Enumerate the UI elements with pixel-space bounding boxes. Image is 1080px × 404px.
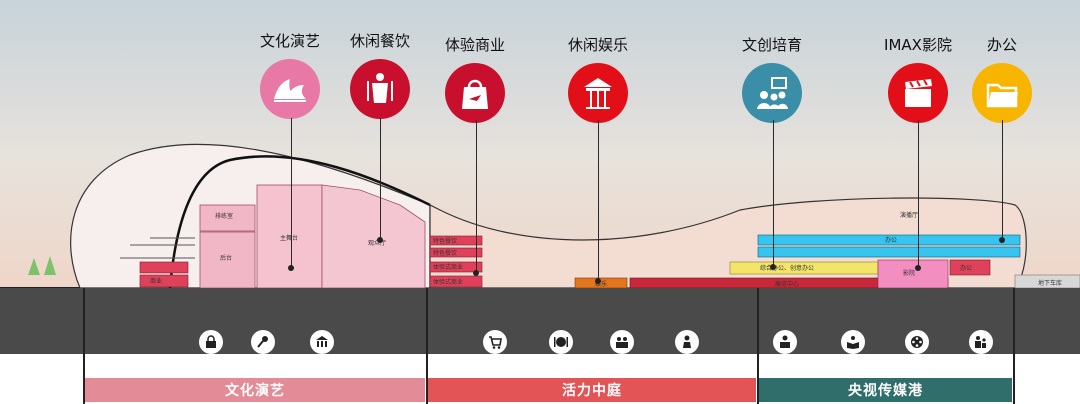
category-imax: IMAX影院 bbox=[878, 34, 958, 123]
category-culture-label: 文化演艺 bbox=[259, 32, 320, 50]
lock-icon bbox=[199, 330, 223, 354]
zone-divider bbox=[757, 288, 759, 404]
opera-house-icon bbox=[260, 59, 320, 119]
category-entertainment-label: 休闲娱乐 bbox=[567, 36, 628, 54]
label-auditorium: 观众厅 bbox=[368, 240, 386, 247]
shopping-bag-icon bbox=[445, 63, 505, 123]
label-retail-2: 体验式商业 bbox=[433, 278, 463, 286]
label-main-stage: 主舞台 bbox=[280, 234, 298, 242]
leader-entertainment bbox=[598, 120, 599, 281]
presentation-icon bbox=[742, 63, 802, 123]
label-basement-link: 地下车库 bbox=[1038, 279, 1062, 287]
group-icon bbox=[610, 330, 634, 354]
clapperboard-icon bbox=[888, 63, 948, 123]
label-dining-2: 特色餐饮 bbox=[433, 249, 457, 257]
film-reel-icon bbox=[905, 330, 929, 354]
category-retail: 体验商业 bbox=[435, 34, 515, 123]
dining-icon bbox=[350, 59, 410, 119]
reading-icon bbox=[841, 330, 865, 354]
category-dining: 休闲餐饮 bbox=[340, 30, 420, 119]
presenter-icon bbox=[773, 330, 797, 354]
ground-strip bbox=[0, 288, 1080, 354]
category-culture: 文化演艺 bbox=[250, 30, 330, 119]
category-office-label: 办公 bbox=[986, 36, 1017, 54]
zone-divider bbox=[83, 288, 85, 404]
label-gallery: 演播厅 bbox=[900, 211, 918, 219]
category-retail-label: 体验商业 bbox=[444, 36, 505, 54]
leader-dots bbox=[288, 237, 1005, 284]
category-education: 文创培育 bbox=[732, 34, 812, 123]
category-office: 办公 bbox=[962, 34, 1042, 123]
zone-media-harbor-label: 央视传媒港 bbox=[848, 383, 923, 399]
zone-media-harbor: 央视传媒港 bbox=[759, 378, 1012, 402]
zone-culture-label: 文化演艺 bbox=[225, 383, 285, 399]
leader-dining bbox=[380, 118, 381, 240]
plate-icon bbox=[549, 330, 573, 354]
category-entertainment: 休闲娱乐 bbox=[558, 34, 638, 123]
zone-atrium: 活力中庭 bbox=[428, 378, 756, 402]
category-education-label: 文创培育 bbox=[741, 36, 802, 54]
theater-icon bbox=[310, 330, 334, 354]
label-office-band: 办公 bbox=[885, 236, 897, 244]
label-shop-left: 商业 bbox=[150, 277, 162, 285]
leader-education bbox=[773, 120, 774, 267]
folder-icon bbox=[972, 63, 1032, 123]
category-dining-label: 休闲餐饮 bbox=[349, 32, 410, 50]
carousel-icon bbox=[568, 63, 628, 123]
label-office-right: 办公 bbox=[960, 264, 972, 272]
label-rehearsal: 排练室 bbox=[215, 212, 233, 220]
leader-imax bbox=[918, 120, 919, 268]
cart-icon bbox=[483, 330, 507, 354]
building-section: 排练室 后台 主舞台 观众厅 商业 特色餐饮 特色餐饮 体验式商业 体验式商业 … bbox=[0, 143, 1080, 289]
label-office-mix: 综合办公、创意办公 bbox=[760, 264, 814, 272]
label-fun: 娱乐 bbox=[595, 280, 607, 288]
microphone-icon bbox=[251, 330, 275, 354]
category-imax-label: IMAX影院 bbox=[884, 36, 952, 54]
zone-atrium-label: 活力中庭 bbox=[562, 383, 622, 399]
zone-divider bbox=[1013, 288, 1015, 404]
label-retail-1: 体验式商业 bbox=[433, 263, 463, 271]
label-backstage: 后台 bbox=[220, 254, 232, 262]
person-icon bbox=[675, 330, 699, 354]
zone-divider bbox=[426, 288, 428, 404]
label-hall: 展览中心 bbox=[775, 280, 799, 288]
zone-culture: 文化演艺 bbox=[85, 378, 425, 402]
leader-retail bbox=[476, 120, 477, 274]
label-dining-1: 特色餐饮 bbox=[433, 237, 457, 245]
leader-culture bbox=[291, 118, 292, 269]
family-icon bbox=[969, 330, 993, 354]
label-imax-box: 影院 bbox=[903, 269, 915, 277]
leader-office bbox=[1002, 120, 1003, 240]
